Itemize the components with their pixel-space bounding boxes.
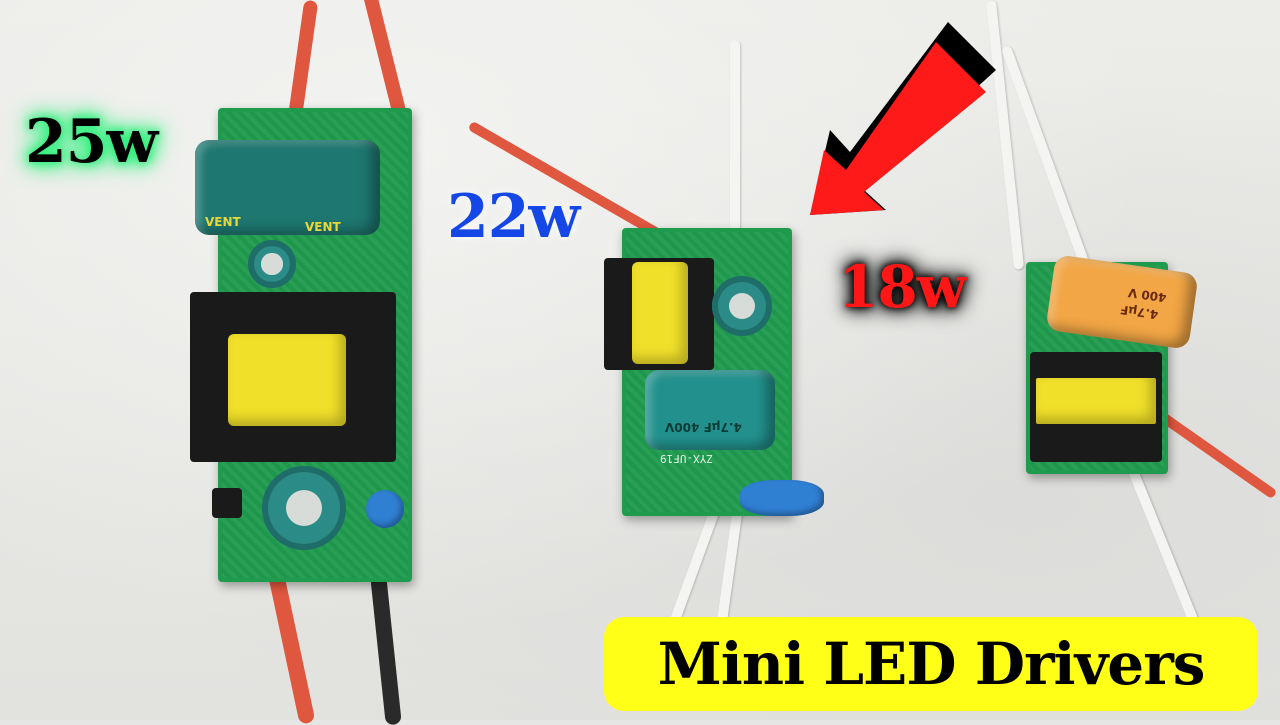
- capacitor-brand-text: VENT: [205, 215, 241, 229]
- title-text: Mini LED Drivers: [657, 630, 1206, 698]
- small-capacitor: [262, 466, 346, 550]
- small-capacitor: [712, 276, 772, 336]
- electrolytic-capacitor: [645, 370, 775, 450]
- power-label-22w: 22w: [447, 182, 580, 252]
- y-capacitor: [366, 490, 404, 528]
- power-label-25w: 25w: [25, 107, 158, 177]
- board-model-text: ZYX-UF19: [660, 452, 713, 465]
- capacitor-brand-text: VENT: [305, 220, 341, 234]
- bridge-rectifier: [212, 488, 242, 518]
- red-arrow-icon: [810, 22, 996, 215]
- power-label-18w: 18w: [838, 253, 967, 321]
- transformer-coil: [632, 262, 688, 364]
- title-banner: Mini LED Drivers: [604, 617, 1258, 711]
- transformer-coil: [228, 334, 346, 426]
- capacitor-value-text: 4.7µF 400V: [665, 420, 742, 434]
- y-capacitor: [740, 480, 824, 516]
- electrolytic-capacitor: [195, 140, 380, 235]
- small-capacitor: [248, 240, 296, 288]
- transformer-coil: [1036, 378, 1156, 424]
